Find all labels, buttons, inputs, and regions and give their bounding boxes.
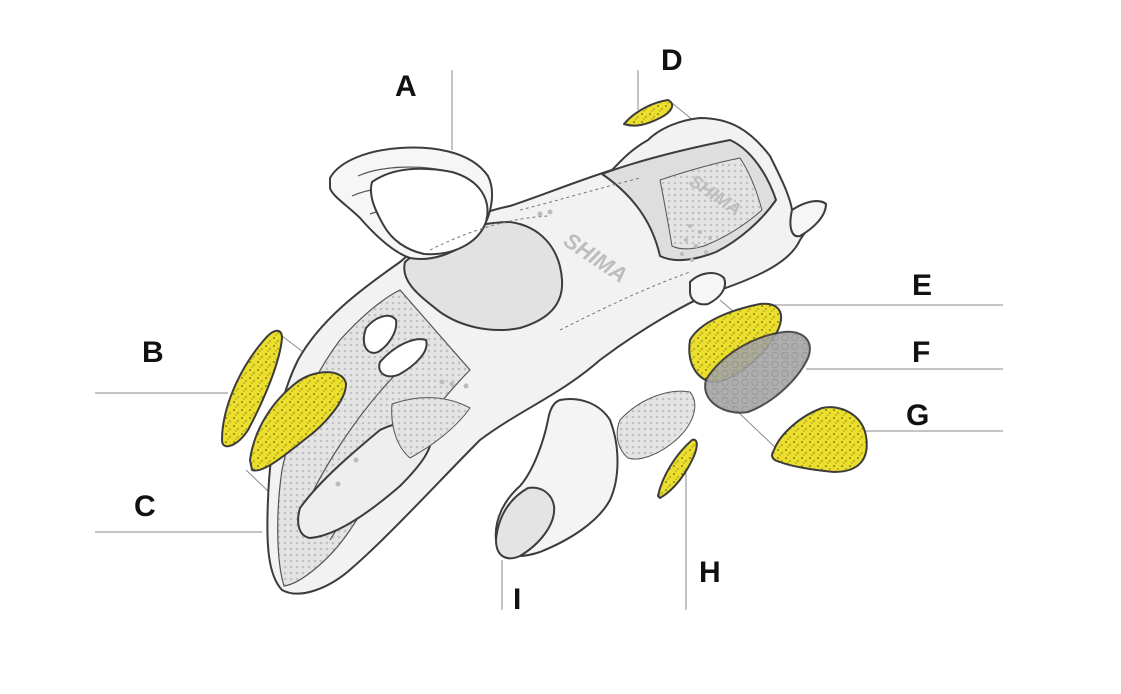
pad-h [657,438,698,499]
mesh-lower-palm [391,397,471,459]
finger-cutout-2 [378,338,428,378]
callout-f: F [912,336,931,369]
cuff-mesh [659,157,763,250]
thumb-tip [370,167,489,256]
callout-c: C [134,490,156,523]
callout-a: A [395,70,417,103]
finger-panel [297,421,433,539]
pad-g [771,406,868,473]
finger-cutout-1 [362,314,398,354]
index-finger-tip [495,486,556,560]
callout-d: D [661,44,683,77]
vent-dots [335,209,712,487]
pad-b-2 [249,371,347,472]
knuckle-mesh [616,390,696,460]
glove-body: SHIMA SHIMA [266,117,827,595]
wrist-tab [689,272,726,306]
stitch-line-2 [559,271,691,331]
pad-f [704,330,811,414]
callout-g: G [906,399,930,432]
pad-d [623,99,674,127]
wrist-tab-2 [789,200,827,238]
stitch-line-1 [429,177,641,251]
pad-e [688,302,783,384]
callout-e: E [912,269,933,302]
callout-b: B [142,336,164,369]
callout-h: H [699,556,721,589]
pad-b-1 [221,329,283,448]
callout-i: I [513,583,522,616]
padding-inserts [221,99,868,499]
